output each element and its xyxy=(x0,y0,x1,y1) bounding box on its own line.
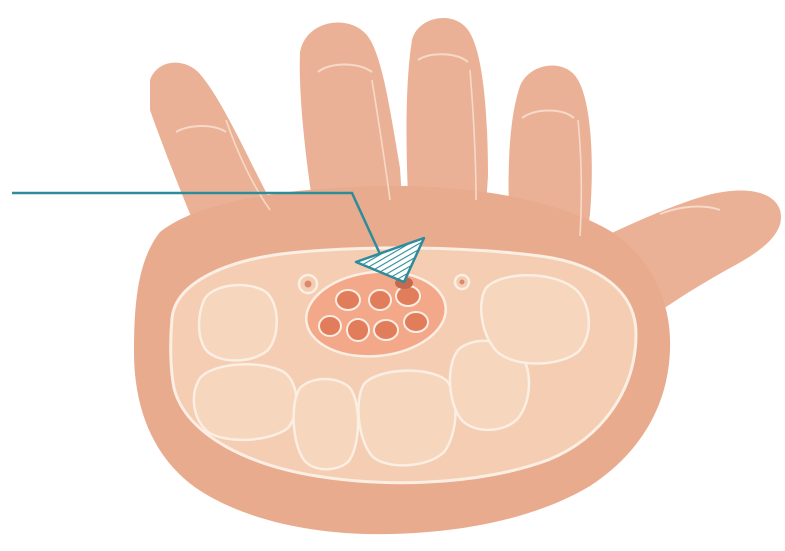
tendon xyxy=(319,316,341,336)
tendon xyxy=(374,320,398,340)
carpal-bone xyxy=(194,364,297,440)
carpal-bone xyxy=(199,285,277,360)
tendon xyxy=(369,290,391,310)
tendon xyxy=(347,319,369,341)
tendon xyxy=(404,312,428,332)
tendon xyxy=(396,286,420,306)
carpal-bone xyxy=(294,379,358,469)
tendon xyxy=(336,290,360,310)
carpal-bone xyxy=(481,275,589,363)
carpal-bone xyxy=(358,371,455,466)
cross-section xyxy=(171,248,636,483)
